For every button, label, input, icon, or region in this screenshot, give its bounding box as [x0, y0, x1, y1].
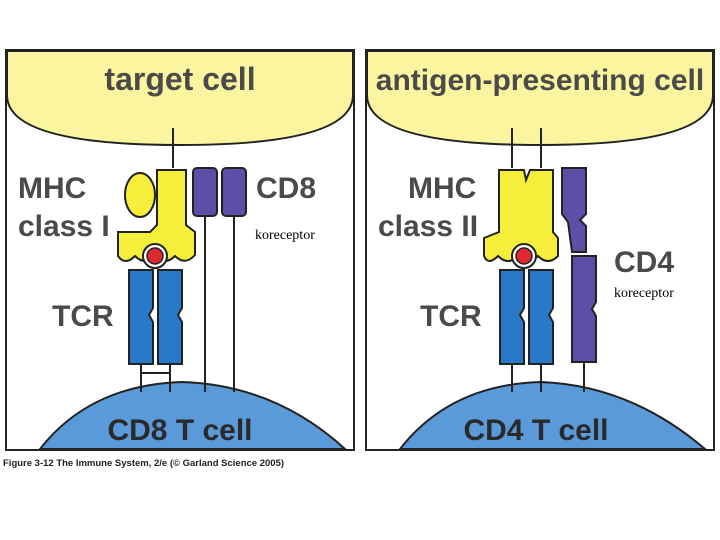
mhc-class-2-molecule [483, 169, 559, 269]
cd4-coreceptor [561, 167, 597, 392]
cd8-coreceptor [192, 167, 247, 392]
tcr-right-label: TCR [420, 300, 482, 333]
mhc1-label-line1: MHC [18, 172, 86, 205]
tcr-beta-chain [157, 269, 183, 365]
left-coreceptor-note: koreceptor [255, 228, 315, 243]
right-coreceptor-note: koreceptor [614, 286, 674, 301]
tcr-right [499, 269, 554, 392]
right-panel: antigen-presenting cell CD4 T cell MHC [365, 49, 715, 451]
peptide-dot-2 [515, 247, 533, 265]
cd8-beta-head [221, 167, 247, 217]
cd4-d1d2 [561, 167, 587, 253]
mhc2-label-line2: class II [378, 210, 478, 243]
beta2-microglobulin-shape [124, 172, 156, 218]
peptide-dot [146, 247, 164, 265]
cd4-t-cell-label: CD4 T cell [463, 414, 608, 447]
cd4-label: CD4 [614, 246, 674, 279]
tcr-alpha-chain [128, 269, 154, 365]
mhc-class-1-molecule [117, 169, 196, 269]
tcr-beta-chain-2 [528, 269, 554, 365]
tcr-left-label: TCR [52, 300, 114, 333]
tcr-left [128, 269, 183, 392]
cd8-label: CD8 [256, 172, 316, 205]
target-cell-label: target cell [104, 61, 255, 97]
cd8-t-cell-label: CD8 T cell [107, 414, 252, 447]
target-cell-shape [6, 50, 354, 147]
mhc1-label-line2: class I [18, 210, 110, 243]
apc-label: antigen-presenting cell [376, 64, 704, 97]
figure-caption: Figure 3-12 The Immune System, 2/e (© Ga… [3, 458, 284, 469]
cd4-d3d4 [571, 255, 597, 363]
left-panel: target cell CD8 T cell MH [5, 49, 355, 451]
cd8-alpha-head [192, 167, 218, 217]
tcr-alpha-chain-2 [499, 269, 525, 365]
cd8-t-cell-shape [37, 380, 348, 450]
mhc2-label-line1: MHC [408, 172, 476, 205]
